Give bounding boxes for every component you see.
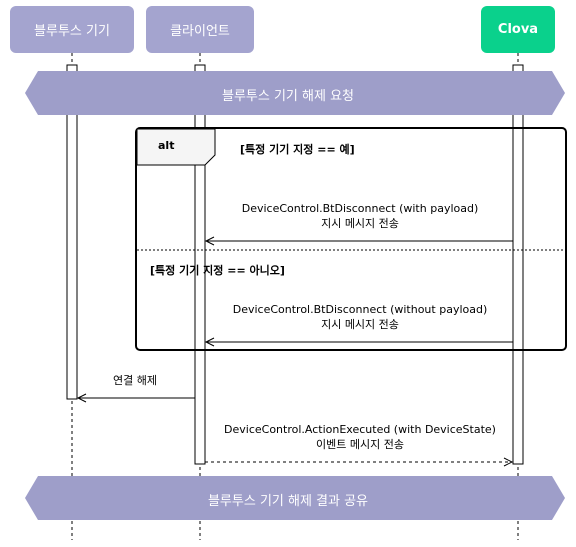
message-1-name: DeviceControl.BtDisconnect (with payload… bbox=[241, 202, 479, 215]
banner-top-label: 블루투스 기기 해제 요청 bbox=[222, 89, 354, 104]
message-4-desc: 이벤트 메시지 전송 bbox=[316, 438, 404, 451]
alt-label-box bbox=[136, 128, 216, 166]
message-4-arrowhead bbox=[503, 457, 514, 467]
alt-keyword: alt bbox=[158, 139, 175, 152]
message-3-name: 연결 해제 bbox=[113, 374, 157, 387]
activation-client bbox=[194, 64, 206, 465]
message-1-arrowhead bbox=[204, 236, 215, 246]
message-2-arrowhead bbox=[204, 337, 215, 347]
message-3-arrowhead bbox=[76, 393, 87, 403]
banner-bottom-label: 블루투스 기기 해제 결과 공유 bbox=[207, 494, 369, 509]
message-3-label: 연결 해제 bbox=[85, 373, 185, 388]
message-2-name: DeviceControl.BtDisconnect (without payl… bbox=[232, 303, 488, 316]
message-4-label: DeviceControl.ActionExecuted (with Devic… bbox=[205, 422, 515, 452]
message-1-label: DeviceControl.BtDisconnect (with payload… bbox=[210, 201, 510, 231]
message-2-label: DeviceControl.BtDisconnect (without payl… bbox=[210, 302, 510, 332]
alt-frame bbox=[135, 127, 567, 351]
alt-guard-yes: [특정 기기 지정 == 예] bbox=[240, 143, 355, 156]
banner-bottom-shape bbox=[25, 476, 565, 520]
message-4-name: DeviceControl.ActionExecuted (with Devic… bbox=[224, 423, 496, 436]
participant-client: 클라이언트 bbox=[146, 6, 254, 53]
participant-bluetooth-device: 블루투스 기기 bbox=[10, 6, 134, 53]
message-2-desc: 지시 메시지 전송 bbox=[321, 318, 399, 331]
banner-top-shape bbox=[25, 71, 565, 115]
message-1-desc: 지시 메시지 전송 bbox=[321, 217, 399, 230]
participant-clova: Clova bbox=[481, 6, 555, 53]
activation-bluetooth bbox=[66, 64, 78, 400]
alt-guard-no: [특정 기기 지정 == 아니오] bbox=[150, 264, 285, 277]
activation-clova bbox=[512, 64, 524, 465]
